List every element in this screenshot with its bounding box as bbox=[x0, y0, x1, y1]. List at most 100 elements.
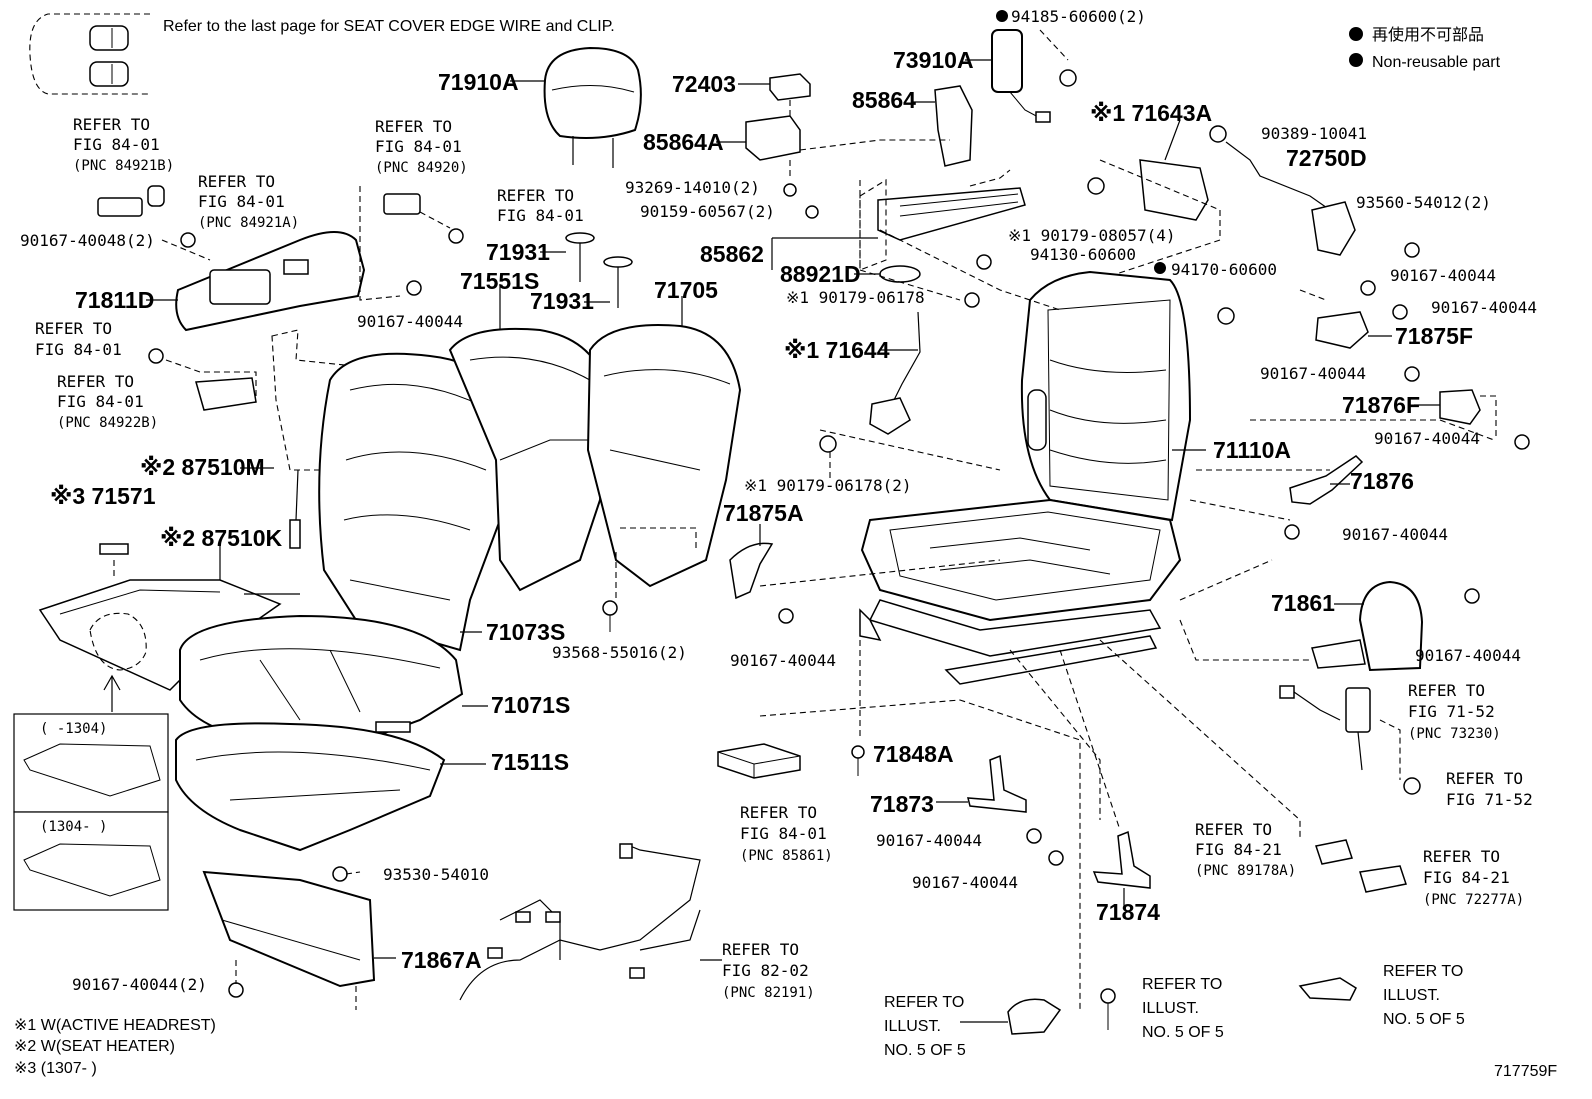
label-94130: 94130-60600 bbox=[1030, 245, 1136, 264]
label-73910A: 73910A bbox=[893, 47, 974, 73]
sensor-71644 bbox=[869, 292, 980, 435]
cover-71875A bbox=[729, 524, 774, 600]
footnote-3: ※3 (1307- ) bbox=[14, 1060, 97, 1077]
ref-line: (PNC 73230) bbox=[1408, 726, 1501, 742]
label-71551S: 71551S bbox=[460, 268, 539, 294]
cap-88921D bbox=[879, 265, 921, 283]
legend-jp: 再使用不可部品 bbox=[1372, 26, 1484, 44]
label-71876: 71876 bbox=[1350, 468, 1414, 494]
label-71071S: 71071S bbox=[491, 692, 570, 718]
label-87510K: ※2 87510K bbox=[160, 525, 282, 551]
back-frame-87510M bbox=[240, 329, 355, 549]
ref-line: REFER TO bbox=[1446, 769, 1523, 788]
bracket-85864 bbox=[912, 85, 973, 167]
pin-71931-a bbox=[540, 232, 595, 282]
ref-line: REFER TO bbox=[375, 117, 452, 136]
ref-line: FIG 84-01 bbox=[198, 192, 285, 211]
legend: 再使用不可部品 Non-reusable part bbox=[1349, 26, 1501, 71]
label-90179-06178-b: ※1 90179-06178(2) bbox=[744, 476, 912, 495]
cushion-pad-71511S bbox=[175, 722, 486, 852]
label-90389: 90389-10041 bbox=[1261, 124, 1367, 143]
label-90167-r6: 90167-40044 bbox=[1415, 646, 1521, 665]
connector-icon-bottom bbox=[89, 61, 129, 87]
module-85861 bbox=[717, 743, 801, 779]
ref-block: REFER TO FIG 84-21 (PNC 72277A) bbox=[1423, 847, 1524, 908]
label-90179-06178-a: ※1 90179-06178 bbox=[786, 288, 925, 307]
ref-line: FIG 84-01 bbox=[375, 137, 462, 156]
cover-71875F bbox=[1315, 311, 1392, 349]
figure-id: 717759F bbox=[1494, 1063, 1557, 1080]
ref-line: REFER TO bbox=[497, 186, 574, 205]
ref-line: FIG 84-21 bbox=[1423, 868, 1510, 887]
label-90179-08057: ※1 90179-08057(4) bbox=[1008, 226, 1176, 245]
label-71643A: ※1 71643A bbox=[1090, 100, 1212, 126]
ref-line: REFER TO bbox=[884, 994, 964, 1011]
bullet-icon bbox=[1154, 262, 1166, 274]
cover-71861 bbox=[1311, 580, 1424, 672]
label-93560: 93560-54012(2) bbox=[1356, 193, 1491, 212]
bullet-icon bbox=[1349, 53, 1363, 67]
label-90167-m1: 90167-40044 bbox=[357, 312, 463, 331]
ref-line: REFER TO bbox=[73, 115, 150, 134]
label-71848A: 71848A bbox=[873, 741, 954, 767]
label-94170: 94170-60600 bbox=[1171, 260, 1277, 279]
ref-line: ILLUST. bbox=[1383, 987, 1440, 1004]
label-71073S: 71073S bbox=[486, 619, 565, 645]
ref-line: (PNC 84922B) bbox=[57, 415, 158, 431]
cover-part-a bbox=[1007, 998, 1062, 1035]
ref-line: REFER TO bbox=[1408, 681, 1485, 700]
shield-71867A bbox=[202, 870, 396, 988]
bullet-icon bbox=[1349, 27, 1363, 41]
inset-panels bbox=[13, 713, 169, 911]
ref-line: REFER TO bbox=[35, 319, 112, 338]
ref-line: FIG 84-21 bbox=[1195, 840, 1282, 859]
guide-85864A bbox=[716, 100, 801, 180]
connector-icon-top bbox=[89, 25, 129, 51]
ref-line: ILLUST. bbox=[884, 1018, 941, 1035]
label-71875F: 71875F bbox=[1395, 323, 1473, 349]
inset-top-label: ( -1304) bbox=[40, 721, 107, 737]
part-71571 bbox=[99, 543, 129, 555]
label-93568: 93568-55016(2) bbox=[552, 643, 687, 662]
label-71873: 71873 bbox=[870, 791, 934, 817]
label-88921D: 88921D bbox=[780, 261, 861, 287]
cover-71876F bbox=[1414, 389, 1481, 425]
edge-wire-note: Refer to the last page for SEAT COVER ED… bbox=[29, 13, 615, 95]
ref-line: (PNC 84921A) bbox=[198, 215, 299, 231]
ref-line: NO. 5 OF 5 bbox=[1383, 1011, 1465, 1028]
ref-line: FIG 84-01 bbox=[497, 206, 584, 225]
label-71875A: 71875A bbox=[723, 500, 804, 526]
label-90167-r4: 90167-40044 bbox=[1374, 429, 1480, 448]
label-71705: 71705 bbox=[654, 277, 718, 303]
lever-71876 bbox=[1289, 455, 1364, 505]
ref-line: REFER TO bbox=[1423, 847, 1500, 866]
headrest-71910A bbox=[510, 46, 642, 168]
label-71110A: 71110A bbox=[1213, 437, 1291, 463]
label-93269: 93269-14010(2) bbox=[625, 178, 760, 197]
connector-89178A bbox=[1315, 839, 1353, 865]
label-90167-r3: 90167-40044 bbox=[1260, 364, 1366, 383]
ref-line: FIG 84-01 bbox=[740, 824, 827, 843]
label-71511S: 71511S bbox=[491, 749, 569, 775]
label-85862: 85862 bbox=[700, 241, 764, 267]
inset-bottom-label: (1304- ) bbox=[40, 819, 107, 835]
label-72403: 72403 bbox=[672, 71, 736, 97]
label-87510M: ※2 87510M bbox=[140, 454, 265, 480]
label-90159: 90159-60567(2) bbox=[640, 202, 775, 221]
label-71861: 71861 bbox=[1271, 590, 1335, 616]
ref-line: (PNC 72277A) bbox=[1423, 892, 1524, 908]
ref-line: (PNC 89178A) bbox=[1195, 863, 1296, 879]
label-71571: ※3 71571 bbox=[50, 483, 156, 509]
back-board-71705 bbox=[586, 296, 742, 588]
label-72750D: 72750D bbox=[1286, 145, 1367, 171]
ref-line: NO. 5 OF 5 bbox=[1142, 1024, 1224, 1041]
ref-line: REFER TO bbox=[740, 803, 817, 822]
